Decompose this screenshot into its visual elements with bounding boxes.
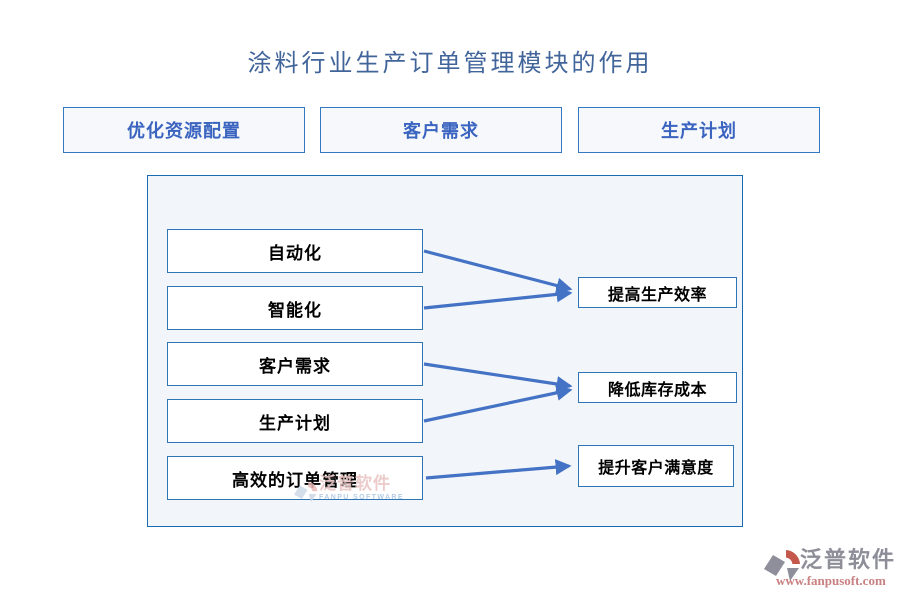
watermark-brand-name: 泛普软件 bbox=[319, 474, 391, 493]
source-box-production-plan: 生产计划 bbox=[167, 399, 423, 443]
source-box-efficient-order-management: 高效的订单管理 bbox=[167, 456, 423, 500]
outcome-box-customer-satisfaction: 提升客户满意度 bbox=[578, 445, 734, 487]
fanpu-logo-icon-watermark bbox=[294, 482, 318, 503]
page-title: 涂料行业生产订单管理模块的作用 bbox=[247, 51, 653, 77]
outcome-box-inventory-cost: 降低库存成本 bbox=[578, 372, 737, 403]
center-watermark: 泛普软件 FANPU SOFTWARE bbox=[294, 474, 404, 507]
source-box-customer-demand: 客户需求 bbox=[167, 342, 423, 386]
top-box-optimize-resources: 优化资源配置 bbox=[63, 107, 305, 153]
watermark-text-block: 泛普软件 FANPU SOFTWARE bbox=[319, 474, 404, 501]
outcome-box-production-efficiency: 提高生产效率 bbox=[578, 277, 737, 308]
fanpu-logo-icon bbox=[764, 550, 800, 581]
brand-name: 泛普软件 bbox=[800, 547, 897, 572]
top-box-customer-demand: 客户需求 bbox=[320, 107, 562, 153]
source-box-intelligence: 智能化 bbox=[167, 286, 423, 330]
brand-website: www.fanpusoft.com bbox=[776, 573, 886, 588]
top-box-production-plan: 生产计划 bbox=[578, 107, 820, 153]
watermark-brand-caption: FANPU SOFTWARE bbox=[319, 494, 404, 502]
source-box-automation: 自动化 bbox=[167, 229, 423, 273]
